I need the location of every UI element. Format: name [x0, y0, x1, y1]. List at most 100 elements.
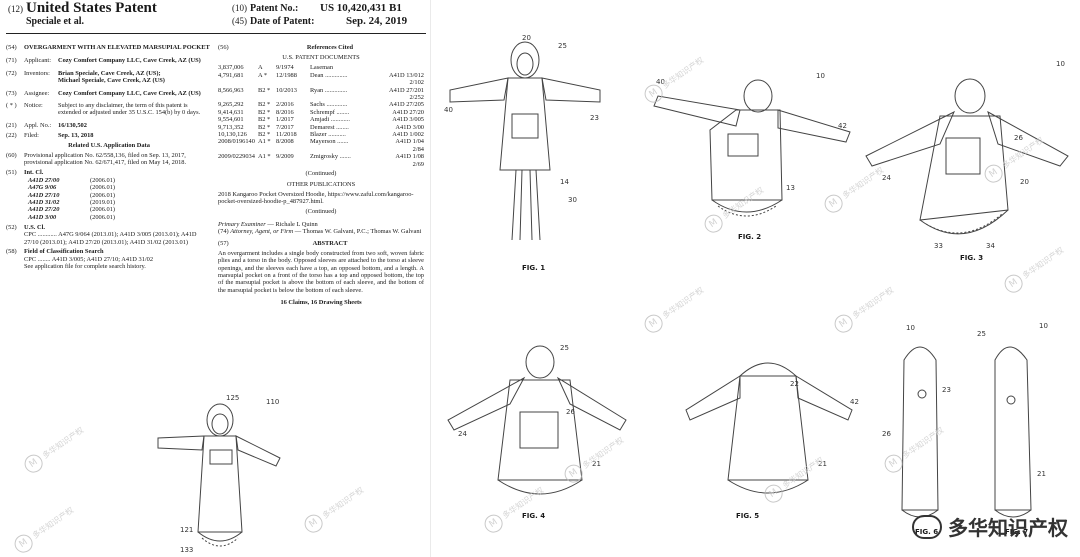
- hood-outline: [206, 403, 234, 437]
- header-right: (10) Patent No.: US 10,420,431 B1 (45) D…: [232, 2, 422, 28]
- figure-6: 10 23 26: [882, 324, 951, 518]
- attorney: — Thomas W. Galvani, P.C.; Thomas W. Gal…: [294, 228, 422, 236]
- ref-33: 33: [934, 242, 943, 250]
- ref-22: 22: [790, 380, 799, 388]
- ref-121: 121: [180, 526, 193, 534]
- reference-cl: A41D 27/201 2/252: [389, 86, 424, 101]
- ref-23: 23: [590, 114, 599, 122]
- reference-d: 8/2016: [276, 108, 294, 116]
- figure-4-reference-numerals: 25 24 26 21: [458, 344, 601, 468]
- search-history: See application file for complete search…: [24, 263, 146, 271]
- ref-20: 20: [522, 34, 531, 42]
- field-search: CPC ........ A41D 3/005; A41D 27/10; A41…: [24, 255, 154, 263]
- left-sleeve: [449, 77, 509, 103]
- reference-n: Sachs .............: [310, 101, 348, 109]
- hem: [727, 479, 809, 494]
- int-cl-year: (2006.01): [90, 213, 116, 221]
- code-22: (22): [6, 132, 17, 140]
- reference-no: 9,554,601: [218, 116, 244, 124]
- fig-4-label: FIG. 4: [522, 512, 546, 520]
- hem: [711, 199, 783, 213]
- assignee-label: Assignee:: [24, 89, 50, 97]
- ref-10: 10: [1056, 60, 1065, 68]
- reference-k: B2 *: [258, 116, 271, 124]
- inventors-label: Inventors:: [24, 69, 50, 77]
- ref-21: 21: [592, 460, 601, 468]
- reference-cl: A41D 1/002: [392, 130, 424, 138]
- right-sleeve: [541, 77, 601, 103]
- ref-40: 40: [656, 78, 665, 86]
- int-cl-list: A41D 27/00(2006.01)A47G 9/06(2006.01)A41…: [24, 177, 212, 221]
- reference-d: 1/2017: [276, 116, 294, 124]
- date-label: Date of Patent:: [250, 16, 315, 27]
- int-cl-year: (2006.01): [90, 184, 116, 192]
- ref-125: 125: [226, 394, 239, 402]
- patent-date: Sep. 24, 2019: [346, 15, 408, 27]
- figure-7: 25 10 21: [977, 322, 1048, 518]
- patent-front-page: (12) United States Patent Speciale et al…: [0, 0, 431, 557]
- code-58: (58): [6, 248, 17, 256]
- reference-cl: A41D 13/012 2/102: [389, 71, 424, 87]
- hem: [919, 209, 1009, 235]
- claims-count: 16 Claims, 16 Drawing Sheets: [280, 299, 362, 307]
- patent-title: OVERGARMENT WITH AN ELEVATED MARSUPIAL P…: [24, 44, 210, 51]
- left-sleeve: [685, 375, 741, 421]
- torso: [709, 109, 783, 201]
- header-rule: [6, 33, 426, 34]
- bibliographic-column: (54) OVERGARMENT WITH AN ELEVATED MARSUP…: [6, 44, 212, 273]
- reference-n: Demarest ........: [310, 123, 349, 131]
- reference-n: Laseman: [310, 64, 334, 72]
- brand-badge: 多华知识产权: [912, 512, 1068, 541]
- int-cl-code: A47G 9/06: [28, 184, 57, 192]
- code-45: (45): [232, 16, 247, 26]
- marsupial-pocket: [209, 449, 233, 465]
- inventor-line: Speciale et al.: [26, 16, 85, 27]
- brand-text: 多华知识产权: [948, 516, 1068, 540]
- document-type: United States Patent: [26, 0, 157, 16]
- int-cl-row: A47G 9/06 (2006.01): [28, 184, 212, 191]
- int-cl-code: A41D 27/10: [28, 191, 60, 199]
- reference-n: Mayerson .......: [310, 138, 349, 146]
- fig-7-label: FIG. 7: [1005, 528, 1029, 536]
- figure-3: 10 26 24 20 33 34: [865, 60, 1069, 250]
- code-72: (72): [6, 69, 17, 77]
- provisional-apps: Provisional application No. 62/558,136, …: [24, 151, 187, 166]
- reference-no: 2009/0229034: [218, 153, 255, 161]
- torso: [499, 77, 551, 171]
- field-search-label: Field of Classification Search: [24, 248, 104, 256]
- code-notice: ( * ): [6, 102, 17, 110]
- hood-outline: [525, 345, 555, 379]
- reference-k: B2 *: [258, 130, 271, 138]
- abstract-text: An overgarment includes a single body co…: [218, 249, 424, 294]
- reference-n: Ryan ..............: [310, 86, 348, 94]
- abstract-title: ABSTRACT: [312, 239, 348, 247]
- left-sleeve: [865, 110, 956, 167]
- marsupial-pocket: [519, 411, 559, 449]
- us-cl: CPC ............ A47G 9/064 (2013.01); A…: [24, 231, 197, 246]
- reference-no: 10,130,126: [218, 130, 247, 138]
- reference-d: 8/2008: [276, 138, 294, 146]
- figure-1: 20 25 40 23 14 30: [444, 34, 601, 241]
- code-56: (56): [218, 44, 229, 51]
- us-cl-label: U.S. Cl.: [24, 223, 45, 231]
- reference-d: 7/2017: [276, 123, 294, 131]
- ref-26: 26: [566, 408, 575, 416]
- reference-k: A: [258, 64, 263, 72]
- int-cl-code: A41D 3/00: [28, 213, 57, 221]
- int-cl-year: (2006.01): [90, 191, 116, 199]
- code-73: (73): [6, 89, 17, 97]
- reference-n: Zmigrosky .......: [310, 153, 351, 161]
- appl-no: 16/130,502: [58, 121, 87, 129]
- ref-34: 34: [986, 242, 995, 250]
- filed-label: Filed:: [24, 132, 39, 140]
- ref-21: 21: [1037, 470, 1046, 478]
- right-sleeve: [987, 110, 1069, 167]
- code-51: (51): [6, 169, 17, 177]
- ref-42: 42: [838, 122, 847, 130]
- ref-133: 133: [180, 546, 193, 554]
